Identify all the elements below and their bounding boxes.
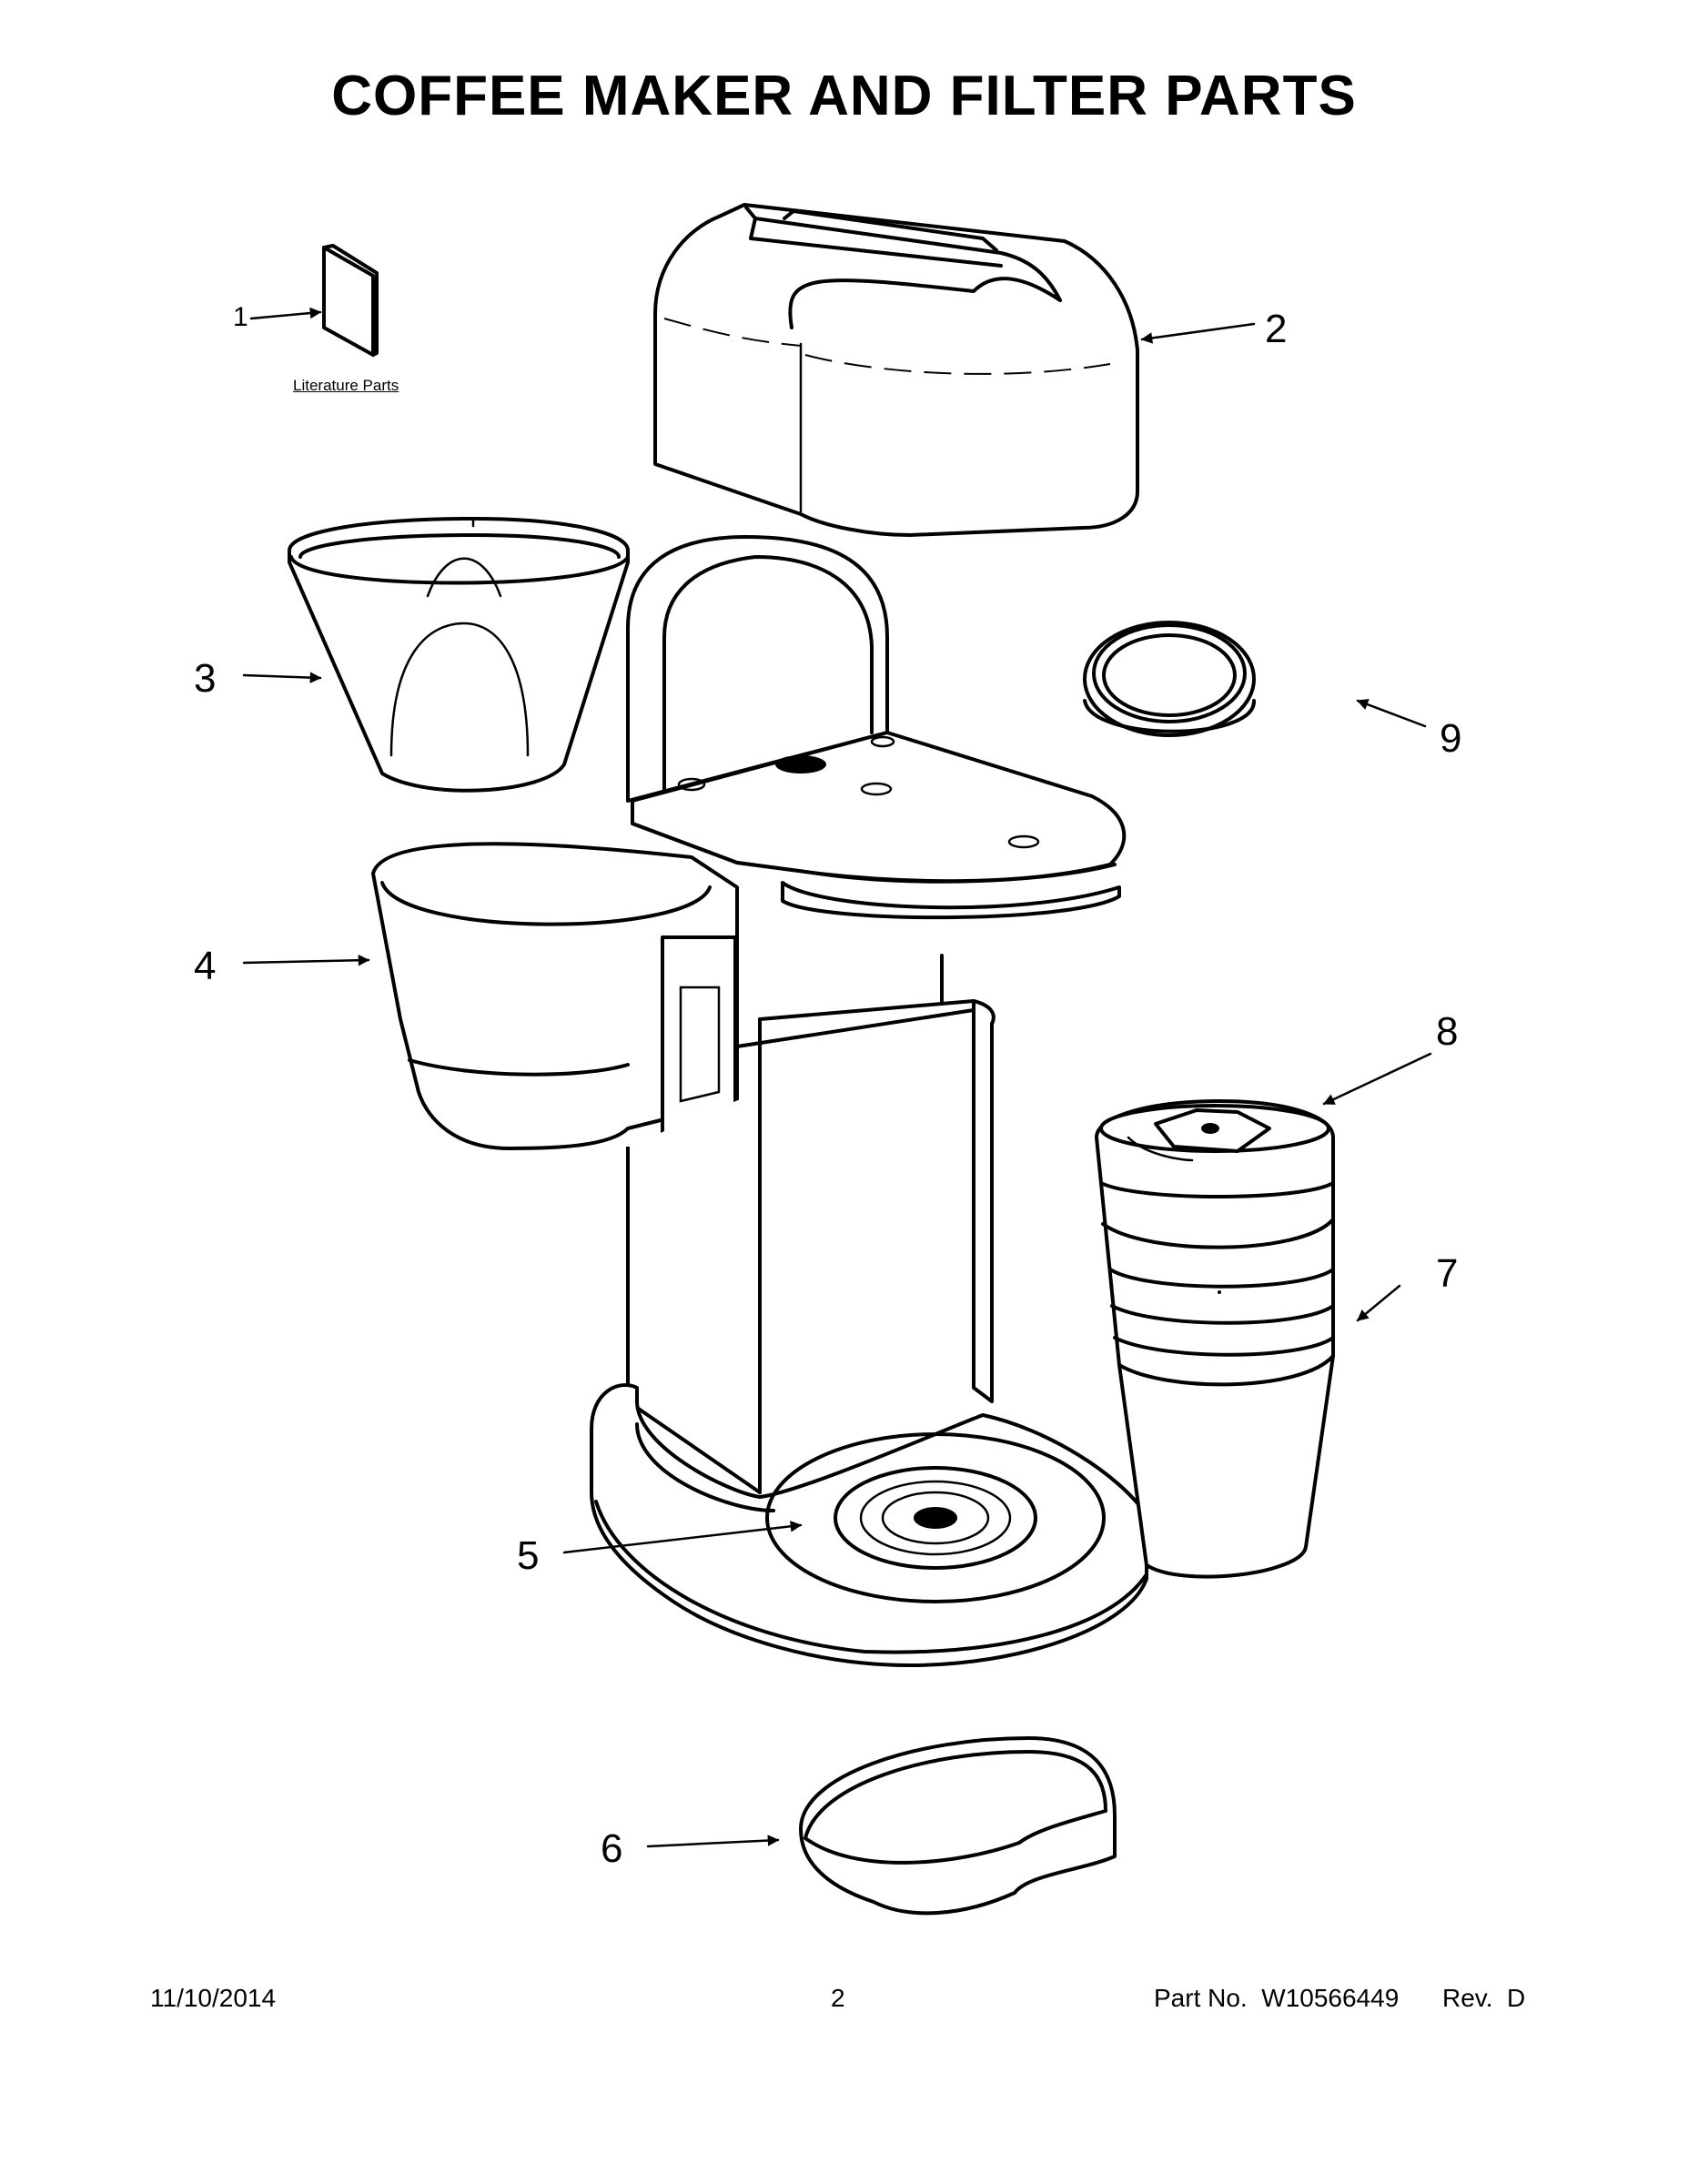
page-title: COFFEE MAKER AND FILTER PARTS	[331, 65, 1357, 127]
leader-5	[562, 1521, 803, 1554]
callout-2: 2	[1265, 307, 1288, 351]
part-5-main-body[interactable]	[590, 535, 1148, 1667]
footer-part-number: Part No. W10566449	[1154, 1984, 1400, 2012]
part-6-drip-tray[interactable]	[799, 1736, 1117, 1916]
callout-3: 3	[194, 656, 217, 701]
leader-6	[646, 1835, 780, 1848]
part-4-water-reservoir[interactable]	[371, 842, 739, 1171]
footer-date: 11/10/2014	[150, 1984, 277, 2012]
footer-page-number: 2	[831, 1984, 845, 2012]
callout-5: 5	[517, 1533, 540, 1578]
callout-8: 8	[1436, 1009, 1459, 1054]
callout-7: 7	[1436, 1251, 1459, 1296]
leader-8	[1322, 1052, 1432, 1106]
leader-4	[242, 954, 370, 966]
callout-6: 6	[601, 1826, 623, 1871]
footer-revision: Rev. D	[1442, 1984, 1526, 2012]
part-8-cup-lid[interactable]	[1099, 1104, 1330, 1162]
callout-4: 4	[194, 944, 217, 988]
leader-3	[242, 672, 322, 683]
part-3-brew-basket[interactable]	[288, 517, 630, 793]
callout-1: 1	[233, 302, 248, 332]
part-9-seal-ring[interactable]	[1083, 621, 1257, 737]
callout-9: 9	[1440, 716, 1462, 761]
leader-9	[1356, 699, 1427, 728]
part-1-literature[interactable]	[322, 244, 379, 357]
leader-1	[249, 307, 322, 320]
part-2-top-cover[interactable]	[653, 203, 1139, 537]
leader-2	[1140, 322, 1256, 344]
leader-7	[1356, 1284, 1401, 1322]
literature-parts-label: Literature Parts	[293, 377, 399, 394]
callout-leaders	[242, 307, 1432, 1848]
